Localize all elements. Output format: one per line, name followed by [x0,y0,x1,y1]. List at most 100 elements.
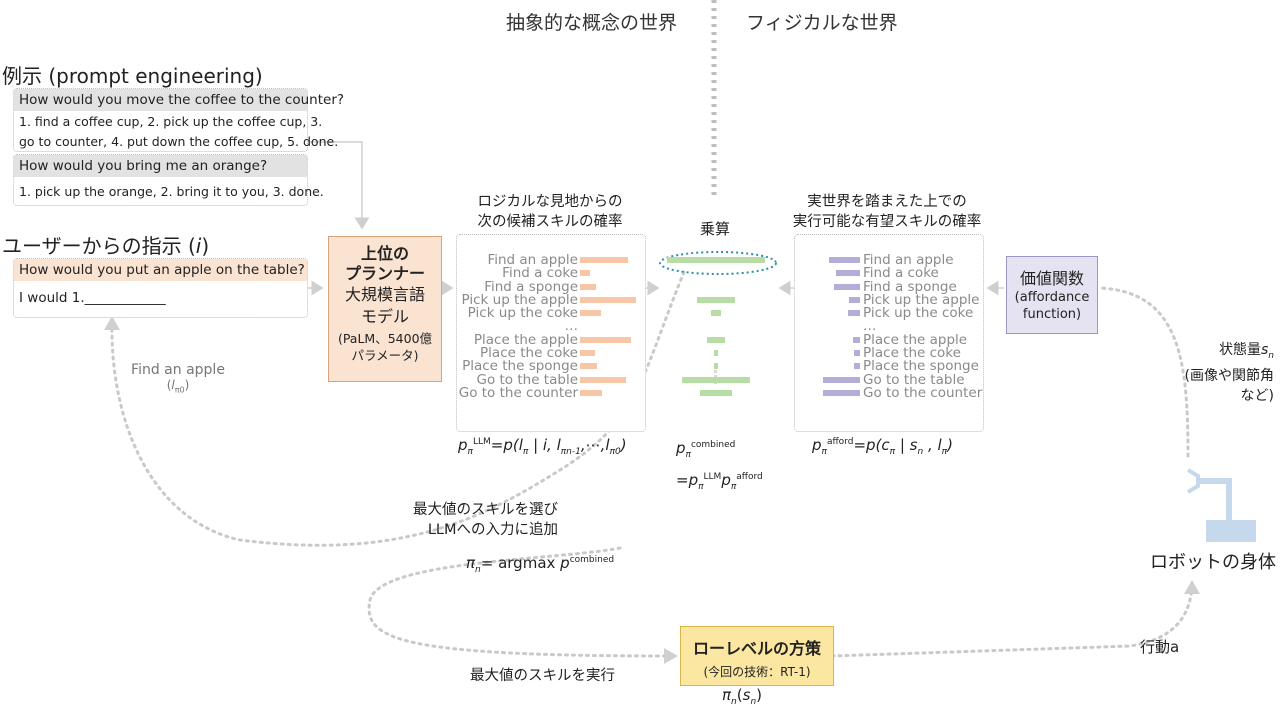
probability-bar [852,336,860,343]
probability-bar [847,310,860,317]
probability-bar [711,310,721,317]
example-card-2: How would you bring me an orange? 1. pic… [13,154,324,206]
argmax-formula: πn= argmax pcombined [466,554,615,575]
lowlevel-formula: πn(sn) [722,686,763,707]
value-function-title: 価値関数 [1019,269,1084,288]
feedback-skill-label: Find an apple (lπ0) [131,362,225,395]
skill-label: Pick up the apple [461,291,578,308]
skill-label: Place the coke [863,345,961,362]
robot-label: ロボットの身体 [1150,552,1276,573]
probability-bar [697,296,735,303]
examples-title: 例示 (prompt engineering) [2,64,263,88]
skill-label: Find an apple [863,252,954,268]
probability-bar [823,376,860,383]
probability-bar [580,363,598,370]
skill-label: Place the apple [863,331,968,348]
probability-bar [823,390,860,396]
multiply-label: 乗算 [700,220,731,238]
probability-bar [580,270,590,277]
example-question-2: How would you bring me an orange? [14,155,307,177]
skill-label: Go to the table [476,371,579,388]
example-answer-1-line-2: go to counter, 4. put down the coffee cu… [19,134,339,149]
probability-bar [667,257,765,263]
physical-world-label: フィジカルな世界 [746,12,898,34]
llm-panel [456,234,646,432]
skill-label: Pick up the coke [863,305,974,322]
skill-label: Place the apple [473,331,578,348]
skill-label: Go to the counter [863,384,983,401]
example-question-1: How would you move the coffee to the cou… [14,89,344,111]
combined-formula: pπcombined =pπLLMpπafford [676,439,763,492]
action-line [830,584,1194,658]
skill-label: Find a sponge [863,278,957,295]
planner-line-4: モデル [360,307,409,326]
probability-bar [848,296,860,303]
example-card-1: How would you move the coffee to the cou… [13,88,344,152]
instruction-answer: I would 1.____________ [19,290,166,306]
skill-ellipsis: … [863,318,877,335]
probability-bar [714,350,718,357]
state-label: 状態量sn (画像や関節角 など) [1184,342,1274,404]
probability-bar [580,310,601,317]
value-function-box: 価値関数 (affordance function) [1006,256,1098,334]
value-function-line-2: (affordance [1014,290,1090,305]
probability-bar [580,296,636,303]
skill-label: Find a sponge [484,278,578,295]
robot-icon [1186,468,1256,542]
skill-label: Find a coke [502,265,578,282]
instruction-question: How would you put an apple on the table? [14,259,307,281]
llm-formula: pπLLM=p(lπ | i, lπn-1,⋯,lπ0) [458,436,627,457]
action-label: 行動a [1140,638,1180,656]
afford-panel-caption: 実世界を踏まえた上での 実行可能な有望スキルの確率 [792,194,982,230]
skill-label: Place the sponge [863,358,979,375]
lowlevel-policy-box: ローレベルの方策 (今回の技術：RT-1) [680,626,834,686]
probability-bar [682,376,750,383]
afford-panel [794,234,984,432]
probability-bar [853,363,860,370]
skill-label: Pick up the coke [467,305,578,322]
planner-line-6: パラメータ) [351,348,419,363]
max-highlight-ellipse [659,251,777,275]
probability-bar [580,376,627,383]
instruction-title: ユーザーからの指示 (i) [2,234,210,258]
probability-bar [580,257,629,263]
skill-label: Find an apple [487,252,578,268]
planner-line-5: (PaLM、5400億 [337,331,433,346]
execute-line [367,546,674,658]
example-answer-1-line-1: 1. find a coffee cup, 2. pick up the cof… [19,114,323,129]
probability-bar [699,390,733,396]
skill-label: Go to the table [863,371,965,388]
value-function-line-3: function) [1022,307,1082,322]
abstract-world-label: 抽象的な概念の世界 [506,12,678,34]
probability-bar [829,257,860,263]
skill-label: Place the coke [480,345,578,362]
afford-formula: pπafford=p(cπ | sn , lπ) [812,436,953,457]
planner-line-3: 大規模言語 [344,285,425,304]
probability-bar [714,363,718,370]
select-max-label: 最大値のスキルを選び LLMへの入力に追加 [413,502,558,538]
skill-label: Go to the counter [458,384,578,401]
skill-label: Find a coke [863,265,939,282]
probability-bar [580,390,603,396]
probability-bar [835,270,860,277]
execute-label: 最大値のスキルを実行 [470,668,615,684]
lowlevel-title: ローレベルの方策 [692,639,821,658]
lowlevel-subtitle: (今回の技術：RT-1) [703,665,811,679]
probability-bar [580,350,595,357]
example-to-planner-arrow [306,141,370,230]
skill-label: Pick up the apple [863,291,980,308]
skill-label: Place the sponge [462,358,578,375]
probability-bar [707,336,725,343]
probability-bar [580,283,597,290]
planner-line-1: 上位の [360,244,409,263]
planner-line-2: プランナー [344,264,425,283]
state-feedback-line [1098,286,1190,458]
llm-panel-caption: ロジカルな見地からの 次の候補スキルの確率 [477,194,623,230]
probability-bar [580,336,631,343]
skill-ellipsis: … [564,318,579,335]
example-answer-2: 1. pick up the orange, 2. bring it to yo… [19,184,324,199]
probability-bar [853,350,860,357]
